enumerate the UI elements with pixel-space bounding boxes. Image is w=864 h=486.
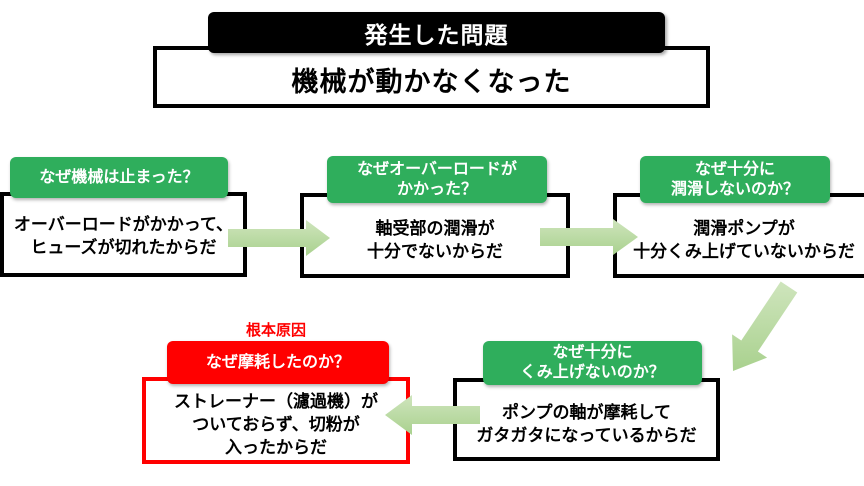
root-cause-label: 根本原因 (245, 322, 306, 339)
why3-answer-text: 潤滑ポンプが 十分くみ上げていないからだ (633, 219, 855, 261)
problem-title-box: 発生した問題 (208, 12, 665, 53)
why5-answer-box: ストレーナー（濾過機）が ついておらず、切粉が 入ったからだ (142, 377, 410, 464)
why1-question-text: なぜ機械は止まった？ (39, 168, 199, 186)
problem-statement-text: 機械が動かなくなった (291, 66, 572, 97)
arrow-down-left-icon (732, 281, 798, 371)
why4-answer-text: ポンプの軸が摩耗して ガタガタになっているからだ (476, 402, 697, 445)
why3-answer-box: 潤滑ポンプが 十分くみ上げていないからだ (613, 193, 864, 278)
problem-title-text: 発生した問題 (364, 21, 509, 48)
why2-question-header: なぜオーバーロードが かかった？ (327, 156, 547, 203)
why1-answer-text: オーバーロードがかかって、 ヒューズが切れたからだ (13, 214, 234, 257)
why5-answer-text: ストレーナー（濾過機）が ついておらず、切粉が 入ったからだ (174, 391, 378, 457)
why3-question-text: なぜ十分に 潤滑しないのか？ (670, 160, 799, 198)
why2-answer-text: 軸受部の潤滑が 十分でないからだ (367, 219, 503, 261)
why5-question-header: なぜ摩耗したのか？ (167, 341, 389, 384)
why1-answer-box: オーバーロードがかかって、 ヒューズが切れたからだ (0, 192, 247, 277)
why2-question-text: なぜオーバーロードが かかった？ (357, 160, 517, 198)
why3-question-header: なぜ十分に 潤滑しないのか？ (640, 156, 830, 203)
why4-question-header: なぜ十分に くみ上げないのか？ (483, 341, 702, 385)
why4-question-text: なぜ十分に くみ上げないのか？ (520, 344, 665, 381)
why4-answer-box: ポンプの軸が摩耗して ガタガタになっているからだ (453, 378, 720, 461)
why5-question-text: なぜ摩耗したのか？ (205, 353, 350, 371)
why1-question-header: なぜ機械は止まった？ (10, 157, 228, 198)
why2-answer-box: 軸受部の潤滑が 十分でないからだ (300, 193, 570, 278)
problem-statement-box: 機械が動かなくなった (153, 46, 710, 108)
